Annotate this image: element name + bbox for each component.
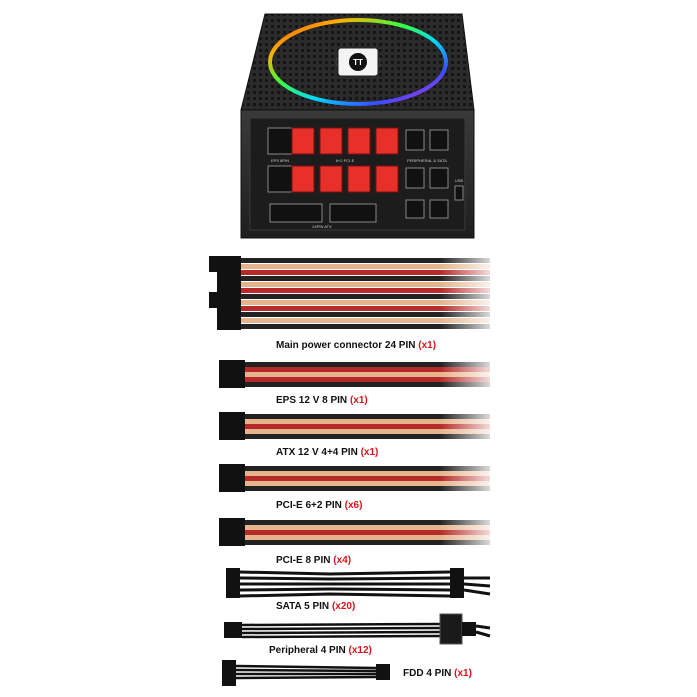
connector-peripheral-left	[224, 622, 242, 638]
atx-24pin-ports	[269, 203, 377, 223]
cable-label-peripheral: Peripheral 4 PIN (x12)	[269, 645, 372, 656]
cable-peripheral	[224, 613, 491, 645]
cable-label-sata: SATA 5 PIN (x20)	[276, 601, 355, 612]
cable-name: PCI-E 6+2 PIN	[276, 500, 342, 511]
cable-qty: (x1)	[349, 395, 368, 406]
cable-sata	[226, 568, 491, 598]
wires-fdd	[235, 664, 377, 680]
panel-label-pcie: 6+2 PCI-E	[336, 158, 355, 163]
cable-atx-4plus4	[219, 412, 490, 440]
connector-pcie8	[219, 518, 245, 546]
panel-label-peripheral: PERIPHERAL & SATA	[407, 158, 447, 163]
panel-label-usb: USB	[455, 178, 464, 183]
connector-eps	[219, 360, 245, 388]
connector-24pin	[217, 256, 241, 330]
wires-atx44	[245, 414, 490, 439]
cable-label-pcie8: PCI-E 8 PIN (x4)	[276, 555, 351, 566]
panel-label-atx: 24PIN ATX	[312, 224, 332, 229]
cable-name: FDD 4 PIN	[403, 668, 452, 679]
panel-label-eps: EPS 8PIN	[271, 158, 289, 163]
connector-sata-left	[226, 568, 240, 598]
logo-text: TT	[353, 58, 363, 67]
cable-name: ATX 12 V 4+4 PIN	[276, 447, 358, 458]
cable-fade-overlay	[440, 250, 500, 550]
cable-name: Peripheral 4 PIN	[269, 645, 346, 656]
psu-unit: TT EPS 8PIN 6+2 PCI-E PERIPHERAL	[240, 13, 475, 239]
cable-label-pcie62: PCI-E 6+2 PIN (x6)	[276, 500, 362, 511]
wires-pcie62	[245, 466, 490, 491]
connector-molex	[439, 613, 463, 645]
usb-port	[454, 185, 464, 201]
cable-qty: (x20)	[331, 601, 356, 612]
cable-24pin	[209, 256, 490, 330]
cable-qty: (x4)	[333, 555, 352, 566]
connector-pcie62	[219, 464, 245, 492]
cable-pcie-8pin	[219, 518, 490, 546]
wires-pcie8	[245, 520, 490, 545]
cable-qty: (x1)	[418, 340, 437, 351]
eps-ports	[267, 127, 293, 193]
connector-fdd-left	[222, 660, 236, 686]
cable-pcie-6plus2	[219, 464, 490, 492]
wires-sata	[239, 570, 451, 598]
cable-label-eps: EPS 12 V 8 PIN (x1)	[276, 395, 368, 406]
cable-name: Main power connector 24 PIN	[276, 340, 416, 351]
rgb-fan-ring	[268, 18, 448, 106]
logo-icon	[349, 53, 367, 71]
cable-label-atx44: ATX 12 V 4+4 PIN (x1)	[276, 447, 378, 458]
connector-atx44	[219, 412, 245, 440]
cable-qty: (x6)	[344, 500, 363, 511]
wires-eps	[245, 362, 490, 387]
cable-name: SATA 5 PIN	[276, 601, 330, 612]
cable-qty: (x1)	[360, 447, 379, 458]
cable-name: PCI-E 8 PIN	[276, 555, 331, 566]
cable-label-fdd: FDD 4 PIN (x1)	[403, 668, 472, 679]
cable-eps-8pin	[219, 360, 490, 388]
cable-name: EPS 12 V 8 PIN	[276, 395, 348, 406]
connector-sata-right	[450, 568, 464, 598]
wires-24pin	[241, 258, 490, 329]
pcie-ports	[291, 127, 399, 193]
cable-fdd	[222, 660, 390, 686]
peripheral-sata-ports	[405, 129, 449, 219]
cable-qty: (x12)	[348, 645, 372, 656]
cable-label-24pin: Main power connector 24 PIN (x1)	[276, 340, 436, 351]
cable-qty: (x1)	[454, 668, 472, 679]
wires-peripheral	[241, 622, 441, 639]
connector-fdd-right	[376, 664, 390, 680]
